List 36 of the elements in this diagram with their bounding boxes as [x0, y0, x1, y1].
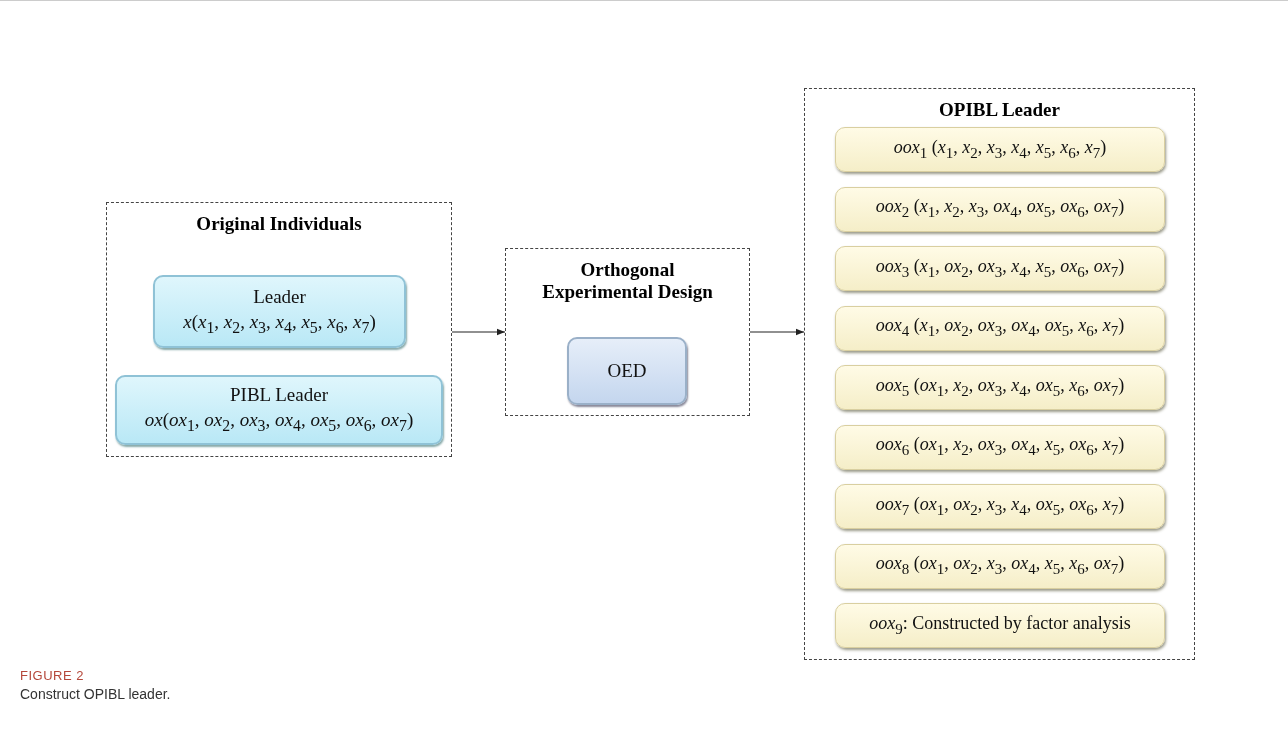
formula-text: oox$_{5}$ (ox$_{1}$, x$_{2}$, ox$_{3}$, x$_{4}$, ox$_{5}$, x$_{6}$, ox$_{7}$)	[875, 373, 1125, 401]
formula-text: oox$_{2}$ (x$_{1}$, x$_{2}$, x$_{3}$, ox$_{4}$, ox$_{5}$, ox$_{6}$, ox$_{7}$)	[875, 195, 1125, 223]
formula-text: OED	[607, 358, 647, 383]
formula-text: ox(ox$_{1}$, ox$_{2}$, ox$_{3}$, ox$_{4}$, ox$_{5}$, ox$_{6}$, ox$_{7}$)	[144, 408, 414, 436]
arrow	[451, 328, 506, 336]
formula-box	[835, 543, 1165, 589]
group-heading: Orthogonal Experimental Design	[541, 259, 714, 303]
box-title: Leader	[253, 284, 306, 309]
formula-box	[835, 305, 1165, 351]
dashed-group-box	[804, 88, 1195, 660]
group-heading: OPIBL Leader	[939, 99, 1060, 121]
formula-box	[835, 186, 1165, 232]
formula-text: oox$_{8}$ (ox$_{1}$, ox$_{2}$, x$_{3}$, ox$_{4}$, x$_{5}$, x$_{6}$, ox$_{7}$)	[875, 552, 1125, 580]
figure-number: FIGURE 2	[20, 668, 84, 683]
formula-box	[835, 127, 1165, 172]
rounded-box	[567, 337, 687, 405]
box-title: PIBL Leader	[230, 383, 328, 408]
arrow	[749, 328, 805, 336]
formula-text: x(x$_{1}$, x$_{2}$, x$_{3}$, x$_{4}$, x$_{5}$, x$_{6}$, x$_{7}$)	[183, 309, 376, 338]
formula-box	[835, 603, 1165, 648]
formula-text: oox$_{6}$ (ox$_{1}$, x$_{2}$, ox$_{3}$, ox$_{4}$, x$_{5}$, ox$_{6}$, x$_{7}$)	[875, 433, 1125, 461]
formula-text: oox$_{1}$ (x$_{1}$, x$_{2}$, x$_{3}$, x$_{4}$, x$_{5}$, x$_{6}$, x$_{7}$)	[893, 135, 1107, 163]
figure-caption: Construct OPIBL leader.	[20, 686, 171, 702]
dashed-group-box	[505, 248, 750, 416]
formula-text: oox$_{4}$ (x$_{1}$, ox$_{2}$, ox$_{3}$, ox$_{4}$, ox$_{5}$, x$_{6}$, x$_{7}$)	[875, 314, 1125, 342]
formula-text: oox$_{3}$ (x$_{1}$, ox$_{2}$, ox$_{3}$, x$_{4}$, x$_{5}$, ox$_{6}$, ox$_{7}$)	[875, 254, 1125, 282]
dashed-group-box	[106, 202, 452, 457]
formula-box	[835, 246, 1165, 291]
formula-box	[835, 365, 1165, 410]
rounded-box	[153, 275, 406, 348]
formula-box	[835, 484, 1165, 529]
formula-box	[835, 424, 1165, 470]
rounded-box	[115, 375, 443, 445]
formula-text: oox$_{9}$: Constructed by factor analysis	[869, 611, 1131, 639]
group-heading: Original Individuals	[196, 213, 362, 235]
formula-text: oox$_{7}$ (ox$_{1}$, ox$_{2}$, x$_{3}$, x$_{4}$, ox$_{5}$, ox$_{6}$, x$_{7}$)	[875, 492, 1125, 520]
